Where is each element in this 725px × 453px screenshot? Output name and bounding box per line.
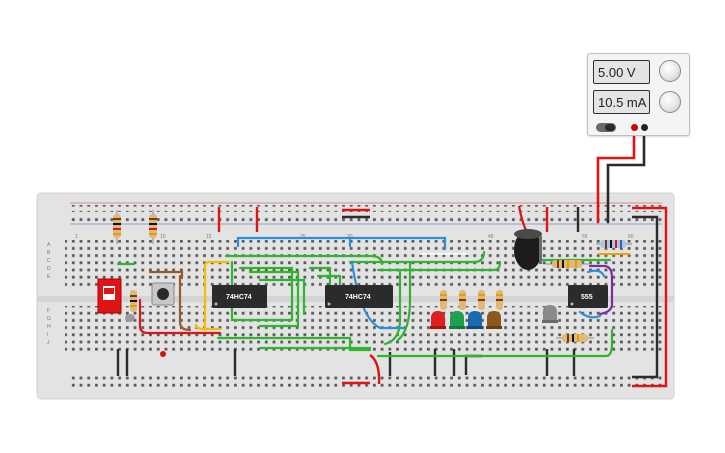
row-letter: E	[47, 274, 51, 280]
column-number: 15	[206, 234, 212, 240]
bottom-power-rail	[70, 373, 662, 390]
top-power-rail	[70, 202, 662, 225]
resistor-switch[interactable]	[125, 290, 137, 322]
resistor-timing-2[interactable]	[596, 240, 632, 255]
resistor-timing-3[interactable]	[556, 334, 594, 342]
column-number: 10	[160, 234, 166, 240]
timer-555-chip[interactable]: 555	[568, 285, 608, 308]
row-letter: H	[47, 324, 51, 330]
resistor-top-second[interactable]	[149, 210, 157, 244]
led-resistor-green[interactable]	[459, 290, 466, 310]
chip-label: 74HC74	[226, 294, 252, 301]
column-number: 1	[75, 234, 78, 240]
led-resistor-red[interactable]	[440, 290, 447, 310]
resistor-timing-1[interactable]	[546, 260, 592, 268]
power-leads[interactable]	[596, 126, 646, 224]
current-knob[interactable]	[659, 91, 681, 113]
terminal-strip-bottom	[65, 306, 662, 352]
row-letter: A	[47, 242, 51, 248]
led-resistor-blue[interactable]	[478, 290, 485, 310]
led-resistor-yellow[interactable]	[496, 290, 503, 310]
led-yellow[interactable]	[486, 311, 502, 329]
slide-switch[interactable]	[97, 278, 122, 314]
row-letter: B	[47, 250, 51, 256]
electrolytic-capacitor[interactable]	[514, 205, 542, 270]
positive-terminal[interactable]	[631, 124, 638, 131]
column-number: 45	[488, 234, 494, 240]
pushbutton[interactable]	[151, 282, 175, 357]
column-number: 60	[628, 234, 634, 240]
flip-flop-chip-1[interactable]: 74HC74	[212, 285, 267, 308]
column-number: 55	[582, 234, 588, 240]
chip-label: 74HC74	[345, 294, 371, 301]
row-letter: F	[47, 308, 50, 314]
voltage-display: 5.00 V	[593, 60, 650, 84]
chip-label: 555	[581, 294, 593, 301]
resistor-top-left[interactable]	[113, 210, 121, 244]
row-letter: D	[47, 266, 51, 272]
rail-wires-right[interactable]	[632, 206, 668, 388]
row-letter: J	[47, 340, 50, 346]
row-letter: I	[47, 332, 48, 338]
row-letter: G	[47, 316, 51, 322]
flip-flop-chip-2[interactable]: 74HC74	[325, 285, 393, 308]
row-letter: C	[47, 258, 51, 264]
led-green[interactable]	[449, 311, 465, 329]
current-display: 10.5 mA	[593, 90, 650, 114]
voltage-knob[interactable]	[659, 60, 681, 82]
negative-terminal[interactable]	[641, 124, 648, 131]
led-blue[interactable]	[467, 311, 483, 329]
led-unlit[interactable]	[542, 305, 558, 323]
power-switch[interactable]	[596, 123, 616, 132]
power-supply[interactable]: 5.00 V 10.5 mA	[587, 53, 690, 136]
led-red[interactable]	[430, 311, 446, 329]
signal-wires[interactable]	[116, 236, 614, 358]
